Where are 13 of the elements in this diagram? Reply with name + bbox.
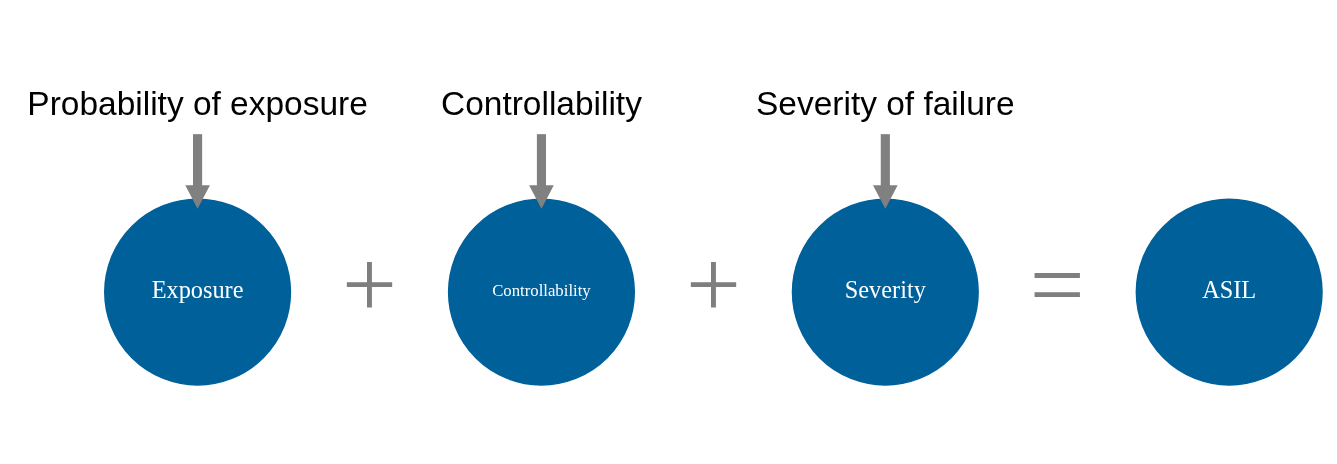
- arrow: [185, 134, 210, 209]
- label: +: [342, 229, 397, 338]
- node-circle: ASIL: [1135, 198, 1323, 386]
- node-circle: Controllability: [447, 198, 636, 386]
- label: +: [685, 229, 741, 338]
- label: =: [1029, 229, 1085, 338]
- node-text: Severity of failure: [756, 84, 1015, 122]
- node-text: Controllability: [441, 84, 642, 122]
- arrow: [872, 134, 898, 209]
- arrow: [529, 134, 554, 209]
- node-circle: Exposure: [104, 198, 292, 386]
- node-circle: Severity: [791, 198, 979, 386]
- node-text: Probability of exposure: [27, 84, 368, 122]
